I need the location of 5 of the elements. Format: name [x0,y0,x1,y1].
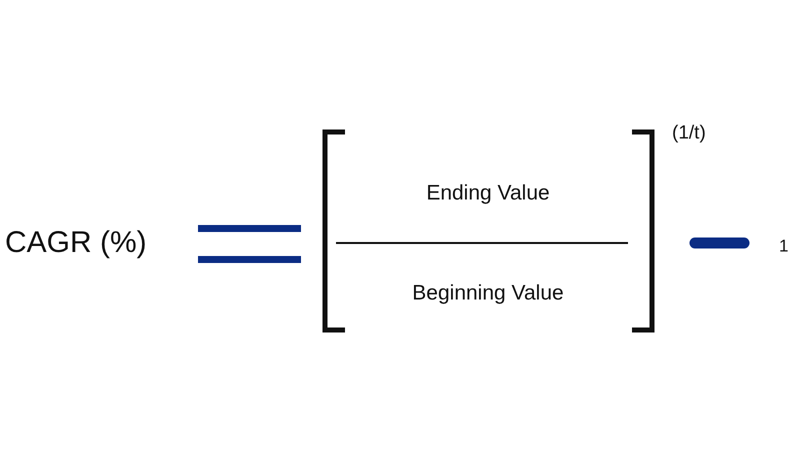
exponent-text: (1/t) [672,124,706,142]
denominator-text: Beginning Value [412,282,564,304]
numerator-text: Ending Value [426,182,550,204]
formula-term: CAGR (%) [5,228,147,258]
constant-text: 1 [779,238,788,254]
